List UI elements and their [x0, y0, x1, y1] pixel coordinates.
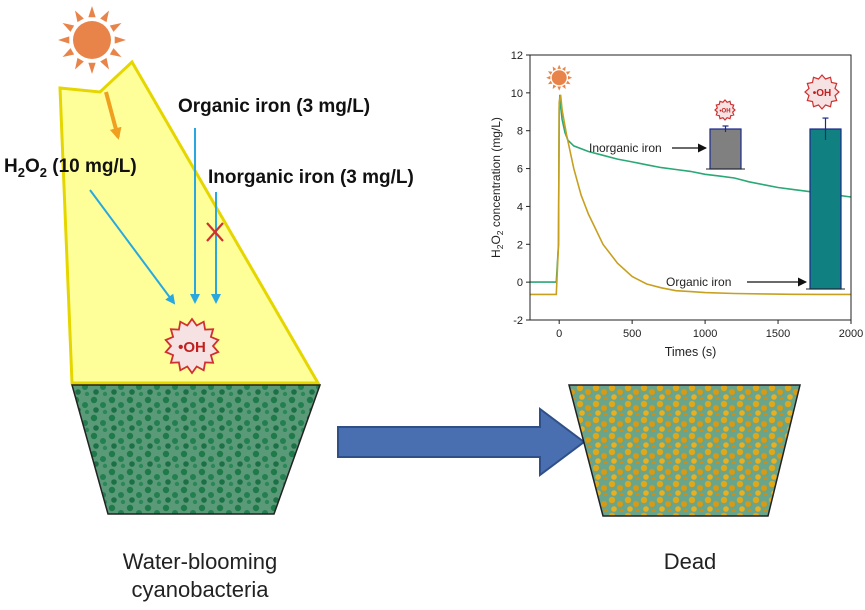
y-axis-label: H2O2 concentration (mg/L) — [489, 117, 505, 258]
x-tick-label: 0 — [556, 328, 562, 340]
y-tick-label: 8 — [517, 126, 523, 138]
y-tick-label: 0 — [517, 277, 523, 289]
y-tick-label: 6 — [517, 164, 523, 176]
sun-icon — [546, 64, 573, 91]
annotation-organic: Organic iron — [666, 275, 731, 289]
inorganic-iron-label: Inorganic iron (3 mg/L) — [208, 167, 414, 188]
caption-right-text: Dead — [663, 549, 717, 574]
transition-arrow — [337, 407, 586, 477]
plot-frame — [529, 54, 852, 321]
svg-text:•OH: •OH — [178, 339, 206, 356]
annotation-inorganic: Inorganic iron — [589, 141, 662, 155]
cross-icon — [206, 222, 224, 242]
bloom-tank — [71, 384, 322, 515]
x-tick-label: 2000 — [839, 328, 863, 340]
series-line-1 — [530, 94, 852, 283]
organic-iron-label: Organic iron (3 mg/L) — [178, 96, 370, 117]
x-tick-label: 1000 — [693, 328, 717, 340]
h2o2-label: H2O2 (10 mg/L) — [4, 156, 137, 180]
sunlight-arrow — [104, 91, 122, 140]
dead-tank — [568, 384, 801, 517]
h2o2-arrow — [89, 189, 176, 305]
caption-right: Dead — [640, 548, 740, 576]
svg-text:•OH: •OH — [719, 108, 730, 114]
y-tick-label: -2 — [513, 315, 523, 327]
x-axis-label: Times (s) — [665, 345, 717, 359]
radical-burst-icon: •OH — [804, 74, 840, 110]
radical-burst-icon: •OH — [164, 317, 220, 375]
y-tick-label: 2 — [517, 239, 523, 251]
x-tick-label: 1500 — [766, 328, 790, 340]
caption-left-line2: cyanobacteria — [131, 577, 269, 602]
radical-burst-icon: •OH — [714, 99, 736, 121]
sun-icon — [58, 6, 126, 74]
inset-bar-1 — [709, 128, 742, 170]
caption-left: Water-blooming cyanobacteria — [95, 548, 305, 604]
y-tick-label: 4 — [517, 201, 523, 213]
inset-bar-2 — [809, 128, 842, 290]
y-tick-label: 10 — [511, 88, 523, 100]
light-beam — [58, 59, 321, 385]
series-line-2 — [530, 94, 851, 296]
y-tick-label: 12 — [511, 50, 523, 62]
svg-text:•OH: •OH — [813, 88, 832, 99]
x-tick-label: 500 — [623, 328, 641, 340]
caption-left-line1: Water-blooming — [122, 549, 278, 574]
